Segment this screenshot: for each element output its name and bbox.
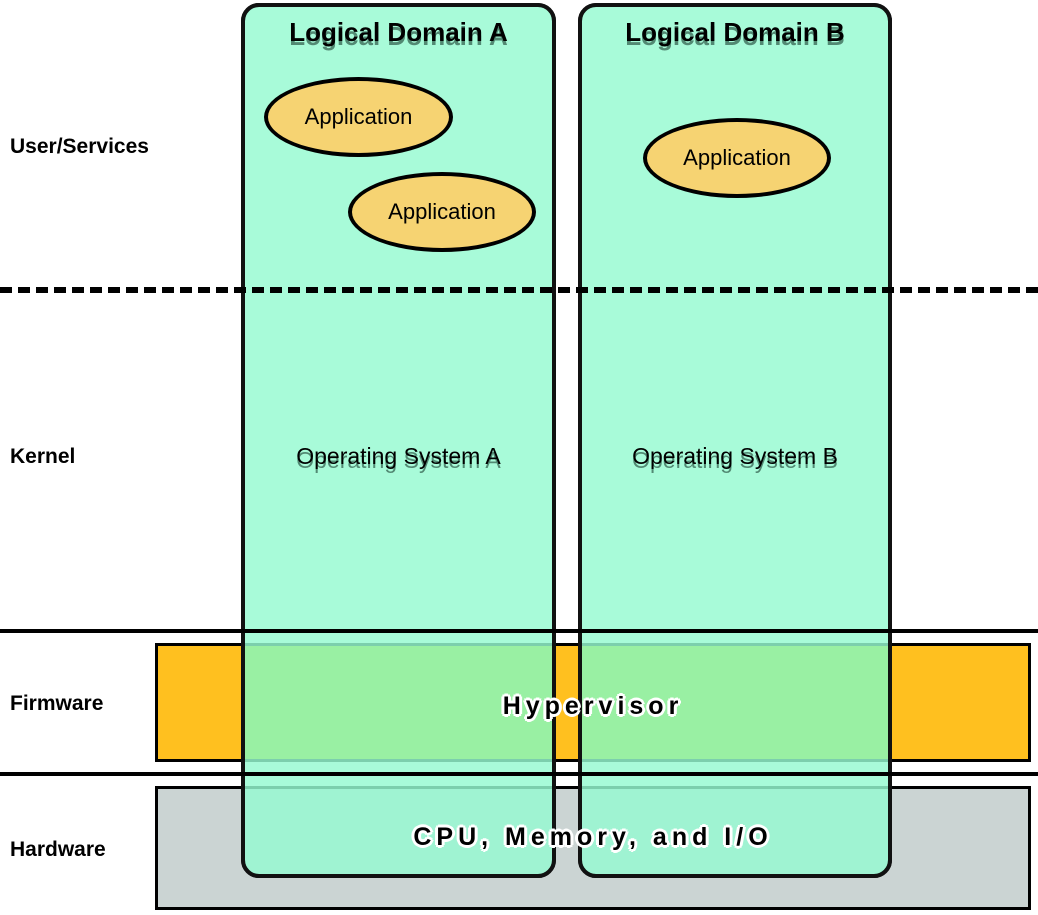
kernel-firmware-divider <box>0 629 1038 633</box>
tier-label-user-services: User/Services <box>10 135 149 158</box>
domain-b-title-top: Logical Domain B <box>625 17 845 47</box>
tier-label-hardware: Hardware <box>10 838 106 861</box>
application-ellipse-b1-label: Application <box>683 145 791 170</box>
firmware-band-right-segment <box>892 643 1031 762</box>
domain-a-os-label-top: Operating System A <box>296 443 501 469</box>
firmware-band-gap-segment <box>556 643 578 762</box>
domain-b-os-label-top: Operating System B <box>632 443 838 469</box>
application-ellipse-a1-label: Application <box>304 104 413 129</box>
application-ellipse-a2[interactable]: Application <box>348 172 536 252</box>
domain-a-title-top: Logical Domain A <box>289 17 508 47</box>
application-ellipse-b1[interactable]: Application <box>643 118 831 198</box>
tier-label-firmware: Firmware <box>10 692 104 715</box>
application-ellipse-a1[interactable]: Application <box>264 77 453 157</box>
application-ellipse-a2-label: Application <box>388 199 496 224</box>
user-kernel-divider <box>0 287 1038 293</box>
tier-label-kernel: Kernel <box>10 445 76 468</box>
firmware-hardware-divider <box>0 772 1038 776</box>
firmware-band-left-segment <box>155 643 245 762</box>
